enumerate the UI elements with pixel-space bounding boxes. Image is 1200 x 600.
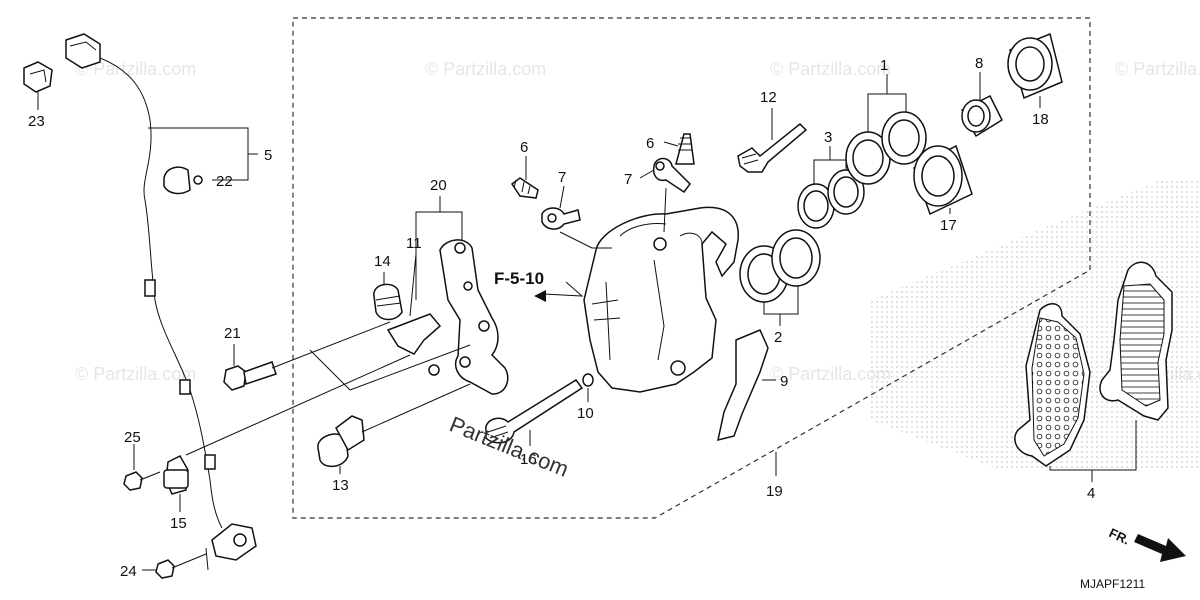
diagram-code: MJAPF1211 (1080, 577, 1145, 591)
watermark-text: © Partzilla.com (770, 59, 891, 79)
callout-23: 23 (28, 113, 45, 130)
callout-12: 12 (760, 89, 777, 106)
caliper-assembly-boundary (292, 17, 1091, 519)
callout-18: 18 (1032, 111, 1049, 128)
watermark-text: © Partzilla.com (1115, 59, 1200, 79)
reference-label: F-5-10 (494, 269, 544, 288)
callout-20: 20 (430, 177, 447, 194)
part-14-boot (373, 283, 403, 321)
part-25-bolt (123, 471, 143, 491)
callout-11: 11 (406, 235, 422, 252)
part-24-bolt (155, 559, 175, 579)
part-10-washer (582, 373, 594, 387)
watermark-text: © Partzilla.com (425, 59, 546, 79)
part-16-pin (485, 379, 584, 444)
callout-numbers: 1 2 3 4 5 6 6 7 7 8 9 10 11 12 13 14 15 … (28, 55, 1095, 580)
part-21-bolt (223, 365, 247, 391)
callout-14: 14 (374, 253, 391, 270)
caliper-bracket-group (185, 239, 509, 468)
part-6-bleeder-left (510, 177, 539, 199)
callout-2: 2 (774, 329, 782, 346)
callout-1: 1 (880, 57, 888, 74)
front-arrow-icon (1134, 534, 1186, 562)
callout-15: 15 (170, 515, 187, 532)
sensor-connector (65, 33, 101, 69)
speed-sensor-harness (23, 33, 257, 579)
leader-lines (37, 72, 1137, 571)
callout-25: 25 (124, 429, 141, 446)
part-12-pin (737, 122, 808, 173)
part-20-bracket (439, 239, 509, 395)
callout-4: 4 (1087, 485, 1095, 502)
callout-8: 8 (975, 55, 983, 72)
callout-3: 3 (824, 129, 832, 146)
front-direction-indicator: FR. (1107, 525, 1186, 562)
callout-7-left: 7 (558, 169, 566, 186)
direction-label: FR. (1107, 525, 1132, 547)
callout-16: 16 (520, 451, 537, 468)
caliper-body (485, 133, 769, 444)
part-22-grommet (163, 166, 191, 195)
part-7-cap-left (541, 207, 581, 230)
callout-22: 22 (216, 173, 233, 190)
part-23-clip (23, 61, 53, 93)
brake-pad-set (1014, 261, 1173, 467)
callout-9: 9 (780, 373, 788, 390)
callout-10: 10 (577, 405, 594, 422)
callout-17: 17 (940, 217, 957, 234)
watermark-text: © Partzilla.com (75, 364, 196, 384)
watermark-text: © Partzilla.com (75, 59, 196, 79)
part-11-retainer (386, 313, 442, 355)
callout-6-right: 6 (646, 135, 654, 152)
callout-21: 21 (224, 325, 241, 342)
callout-19: 19 (766, 483, 783, 500)
piston-seal-group (737, 32, 1063, 303)
reference-arrow-icon (534, 290, 546, 302)
part-13-pin (317, 433, 349, 468)
caliper-housing (583, 206, 739, 393)
callout-7-right: 7 (624, 171, 632, 188)
callout-13: 13 (332, 477, 349, 494)
part-9-shim (717, 329, 769, 442)
callout-6-left: 6 (520, 139, 528, 156)
callout-24: 24 (120, 563, 137, 580)
watermark-text: © Partzilla.com (770, 364, 891, 384)
callout-5: 5 (264, 147, 272, 164)
